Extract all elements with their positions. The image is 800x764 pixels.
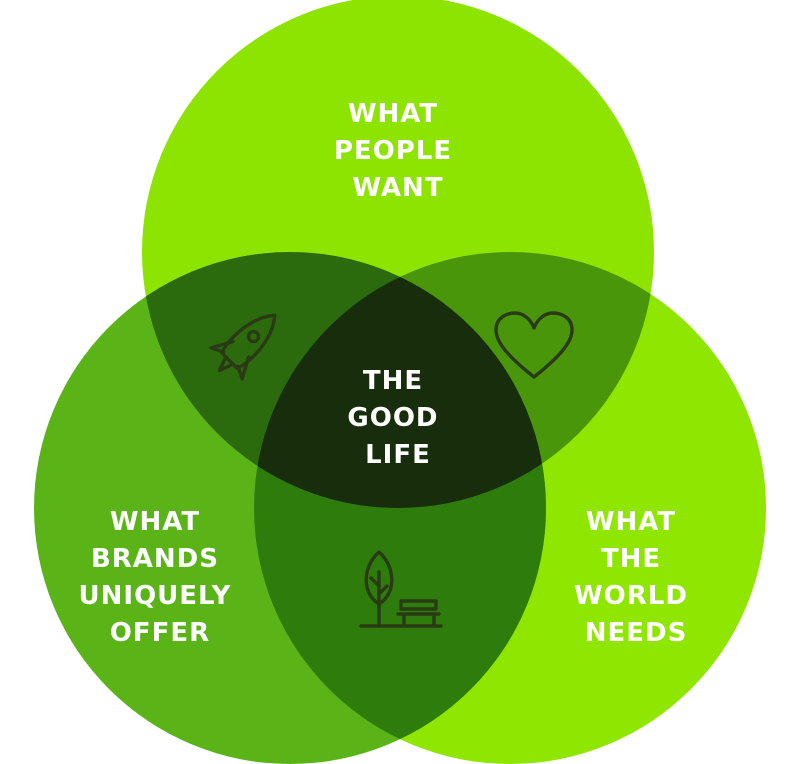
label-right: WHAT THE WORLD NEEDS — [574, 507, 698, 648]
label-left: WHAT BRANDS UNIQUELY OFFER — [79, 507, 242, 648]
heart-icon — [494, 311, 574, 379]
rocket-icon — [209, 313, 277, 381]
tree-bench-icon — [359, 550, 443, 628]
label-top: WHAT PEOPLE WANT — [334, 99, 462, 203]
overlap-center — [254, 252, 546, 508]
label-center: THE GOOD LIFE — [347, 366, 448, 470]
